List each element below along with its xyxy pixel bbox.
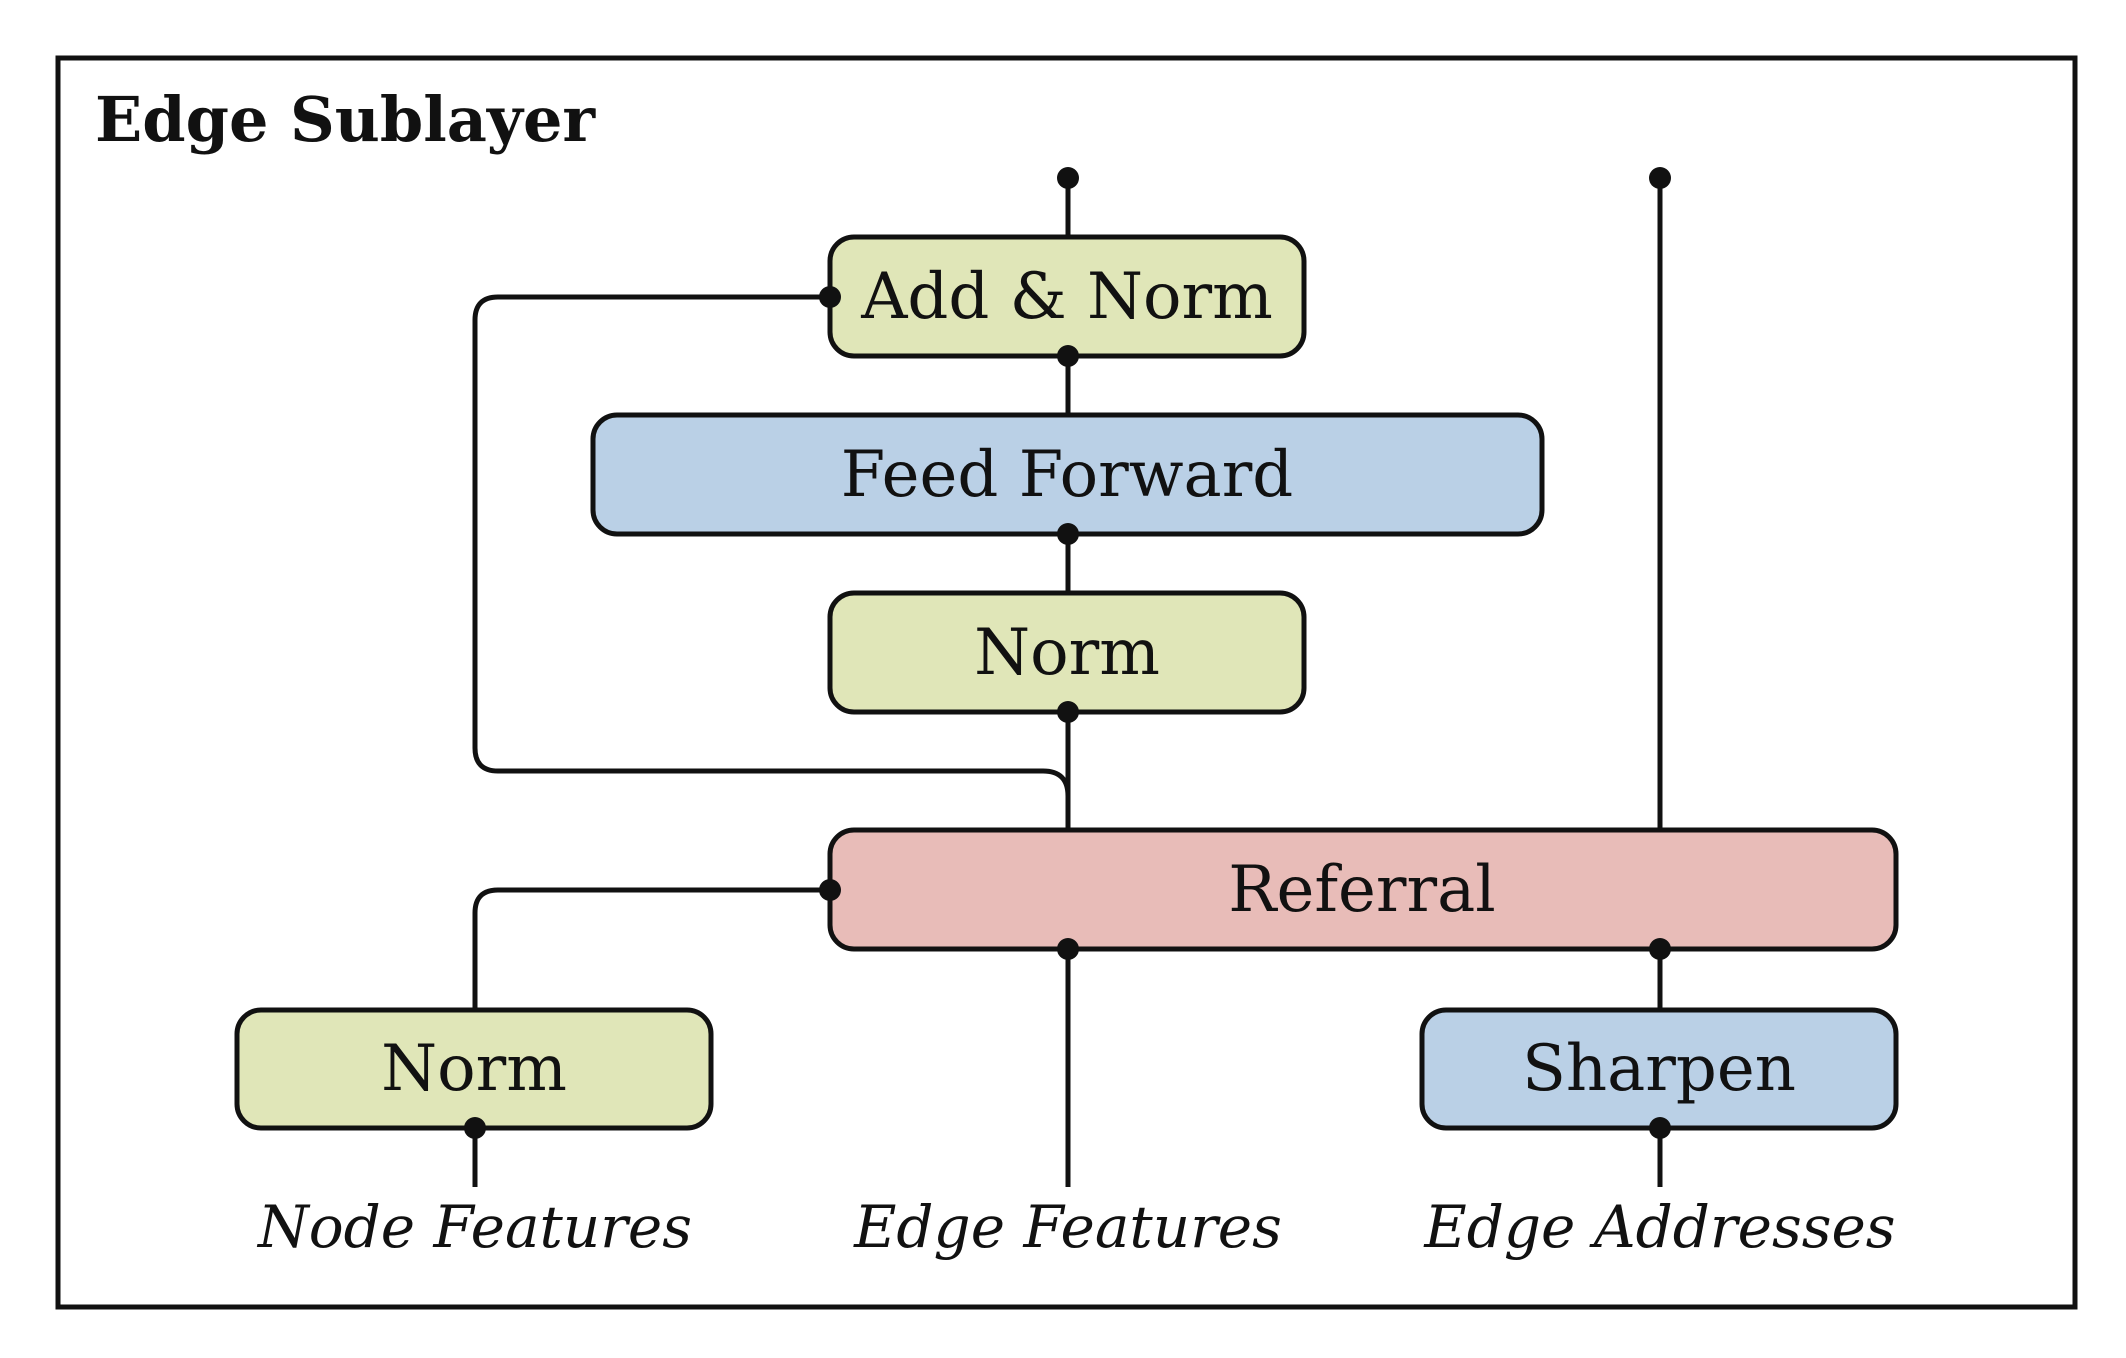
dot-referral-edge-features [1057,938,1079,960]
norm-bottom-label: Norm [381,1032,567,1106]
referral-label: Referral [1228,853,1495,927]
dot-output-addresses [1649,167,1671,189]
dot-norm-bottom-input [464,1117,486,1139]
dot-addnorm-bottom [1057,345,1079,367]
norm-top-block: Norm [827,590,1307,715]
sharpen-block: Sharpen [1419,1007,1899,1131]
feed-forward-block: Feed Forward [590,412,1545,537]
dot-referral-left [819,879,841,901]
edge-addresses-label: Edge Addresses [1423,1193,1895,1261]
norm-top-label: Norm [974,616,1160,690]
dot-ff-bottom [1057,523,1079,545]
sharpen-label: Sharpen [1522,1032,1796,1106]
outer-frame [55,55,2078,1310]
add-norm-block: Add & Norm [827,234,1307,359]
dot-output-main [1057,167,1079,189]
node-features-label: Node Features [256,1193,692,1261]
wire-node-norm-to-referral [472,887,830,1010]
dot-norm-top-bottom [1057,701,1079,723]
dot-referral-addresses [1649,938,1671,960]
norm-bottom-block: Norm [234,1007,714,1131]
add-norm-label: Add & Norm [860,260,1273,334]
feed-forward-label: Feed Forward [841,438,1294,512]
referral-block: Referral [827,827,1899,952]
edge-features-label: Edge Features [853,1193,1282,1261]
dot-addnorm-residual [819,286,841,308]
diagram-title: Edge Sublayer [95,83,596,156]
residual-wire [472,294,1071,797]
dot-sharpen-input [1649,1117,1671,1139]
